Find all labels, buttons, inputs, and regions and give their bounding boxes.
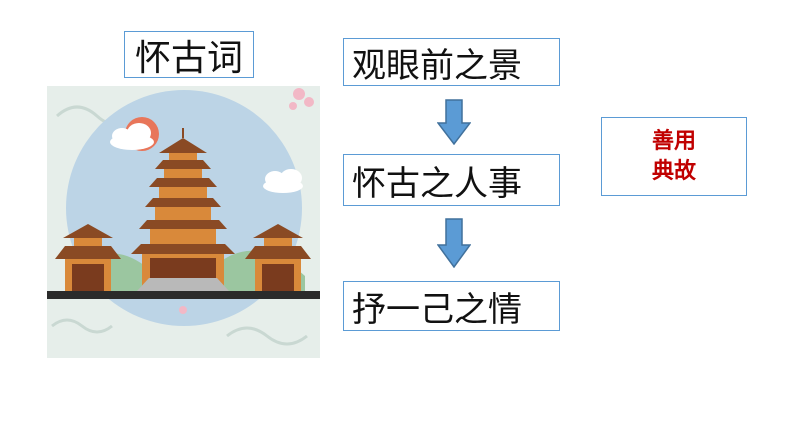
pagoda-illustration	[47, 86, 320, 358]
side-note-box: 善用 典故	[601, 117, 747, 196]
left-pavilion	[55, 224, 121, 291]
side-note-line-1: 善用	[651, 128, 696, 154]
step-text-3: 抒一己之情	[352, 289, 522, 330]
step-box-2: 怀古之人事	[343, 154, 560, 206]
step-box-1: 观眼前之景	[343, 38, 560, 86]
step-text-1: 观眼前之景	[352, 45, 522, 86]
arrow-down-icon	[437, 218, 471, 268]
title-text: 怀古词	[134, 37, 243, 79]
cloud-icon	[110, 123, 154, 150]
step-text-2: 怀古之人事	[352, 163, 522, 204]
step-box-3: 抒一己之情	[343, 281, 560, 331]
title-box: 怀古词	[124, 31, 254, 79]
right-pavilion	[245, 224, 311, 291]
plum-blossom-icon	[179, 88, 314, 314]
side-note-line-2: 典故	[651, 158, 696, 184]
arrow-down-icon	[437, 99, 471, 145]
